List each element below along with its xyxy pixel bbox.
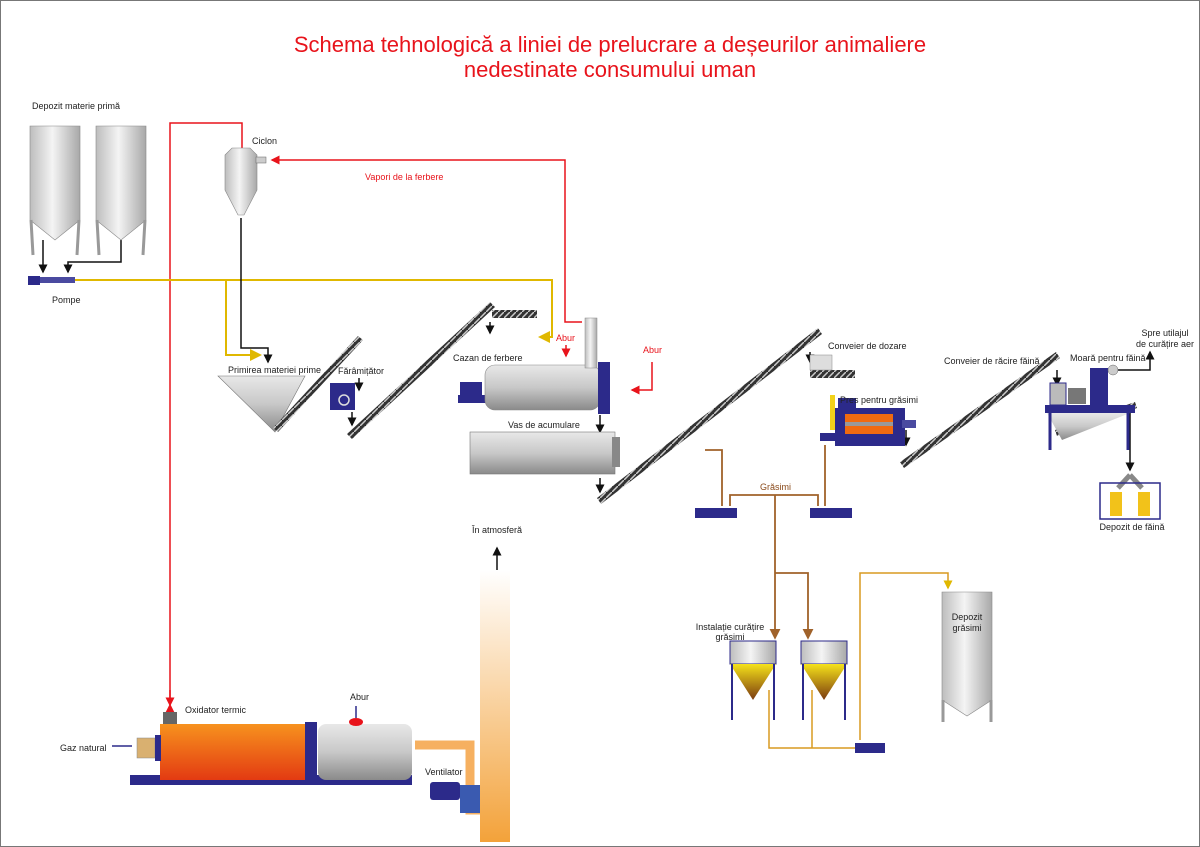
label-crusher: Fărâmițător xyxy=(338,366,384,376)
label-dosing-conveyor: Conveier de dozare xyxy=(828,341,907,351)
label-fat-storage-2: grăsimi xyxy=(952,623,981,633)
label-natural-gas: Gaz natural xyxy=(60,743,107,753)
cyclone xyxy=(224,147,267,216)
thermal-oxidizer xyxy=(112,706,480,815)
label-cyclone: Ciclon xyxy=(252,136,277,146)
cooker xyxy=(458,317,610,414)
screw-conveyors xyxy=(273,302,1137,504)
label-atmosphere: În atmosferă xyxy=(471,525,522,535)
material-lines xyxy=(38,218,1155,575)
label-air-cleaning-1: Spre utilajul xyxy=(1141,328,1188,338)
label-pumps: Pompe xyxy=(52,295,81,305)
pumps xyxy=(28,276,75,285)
label-fat-cleaning-1: Instalație curățire xyxy=(696,622,765,632)
label-fat-press: Pres pentru grăsimi xyxy=(840,395,918,405)
label-fan: Ventilator xyxy=(425,767,463,777)
raw-material-silos xyxy=(29,125,147,256)
raw-material-lines xyxy=(75,279,553,361)
label-fat-storage-1: Depozit xyxy=(952,612,983,622)
label-meal-storage: Depozit de făină xyxy=(1099,522,1164,532)
dosing-hopper xyxy=(809,354,833,371)
chimney xyxy=(480,570,510,842)
label-steam-2: Abur xyxy=(643,345,662,355)
accumulation-vessel xyxy=(469,431,620,475)
label-steam-3: Abur xyxy=(350,692,369,702)
label-fat-cleaning-2: grăsimi xyxy=(715,632,744,642)
label-air-cleaning-2: de curățire aer xyxy=(1136,339,1194,349)
fat-cleaning-tanks xyxy=(729,640,885,753)
diagram-title-line2: nedestinate consumului uman xyxy=(464,57,756,82)
label-accumulation-vessel: Vas de acumulare xyxy=(508,420,580,430)
label-raw-storage: Depozit materie primă xyxy=(32,101,120,111)
flour-storage xyxy=(1099,473,1161,520)
reception-hopper xyxy=(217,375,306,433)
label-vapors: Vapori de la ferbere xyxy=(365,172,443,182)
label-thermal-oxidizer: Oxidator termic xyxy=(185,705,247,715)
flour-mill xyxy=(1045,364,1135,450)
fat-storage-tank xyxy=(941,591,993,722)
fat-lines xyxy=(705,445,826,640)
fat-press xyxy=(820,395,916,446)
label-mill: Moară pentru făină xyxy=(1070,353,1146,363)
vapor-lines xyxy=(165,122,653,713)
clean-fat-lines xyxy=(768,572,953,749)
crusher xyxy=(330,383,355,410)
label-fats: Grăsimi xyxy=(760,482,791,492)
label-raw-reception: Primirea materiei prime xyxy=(228,365,321,375)
label-steam-1: Abur xyxy=(556,333,575,343)
diagram-title-line1: Schema tehnologică a liniei de prelucrar… xyxy=(294,32,926,57)
label-cooker: Cazan de ferbere xyxy=(453,353,523,363)
fat-pumps xyxy=(695,508,852,518)
label-cooling-conveyor: Conveier de răcire făină xyxy=(944,356,1040,366)
